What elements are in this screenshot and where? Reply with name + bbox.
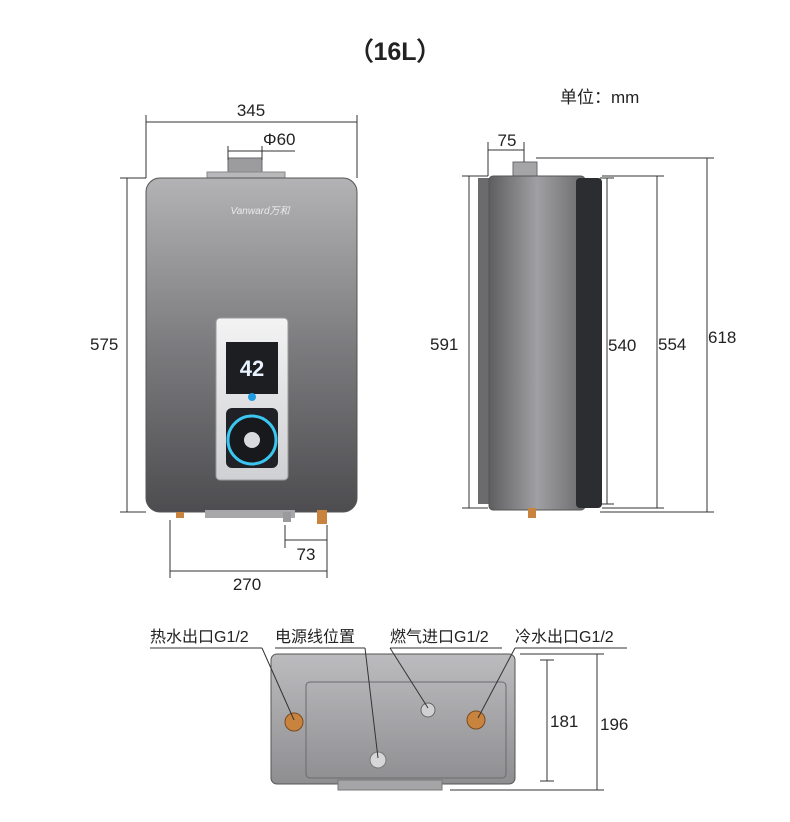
display-screen: [226, 342, 278, 394]
hot-water-outlet: [284, 712, 304, 732]
gas-fitting: [317, 510, 327, 524]
power-button[interactable]: [244, 432, 260, 448]
label-cold-out: 冷水出口G1/2: [515, 628, 614, 646]
bottom-view: 热水出口G1/2 电源线位置 燃气进口G1/2 冷水出口G1/2 181 196: [150, 628, 628, 791]
unit-label: 单位：mm: [560, 88, 639, 107]
page-title: （16L）: [348, 37, 441, 66]
label-power: 电源线位置: [275, 628, 355, 646]
dim-h2: 540: [608, 336, 636, 355]
dim-width: 345: [237, 101, 265, 120]
brand-logo: Vanward万和: [230, 205, 290, 217]
dim-offset: 73: [297, 545, 316, 564]
gas-inlet: [420, 702, 436, 718]
dim-h1: 591: [430, 335, 458, 354]
dim-pipe-span: 270: [233, 575, 261, 594]
front-view: Vanward万和 42 345 Φ60 575 73: [90, 101, 358, 594]
dim-196: 196: [600, 715, 628, 734]
side-view: 75 591 540 554 618: [430, 131, 736, 518]
dim-flue: Φ60: [263, 130, 295, 149]
label-hot-out: 热水出口G1/2: [150, 628, 249, 646]
dim-h4: 618: [708, 328, 736, 347]
dim-depth: 75: [498, 131, 517, 150]
dim-height: 575: [90, 335, 118, 354]
dim-181: 181: [550, 712, 578, 731]
power-cord-outlet: [369, 751, 387, 769]
cold-water-outlet: [466, 710, 486, 730]
water-drop-icon: [248, 393, 256, 401]
dim-h3: 554: [658, 335, 686, 354]
label-gas-in: 燃气进口G1/2: [390, 628, 489, 646]
side-body: [488, 175, 586, 511]
display-digits: 42: [240, 356, 264, 381]
